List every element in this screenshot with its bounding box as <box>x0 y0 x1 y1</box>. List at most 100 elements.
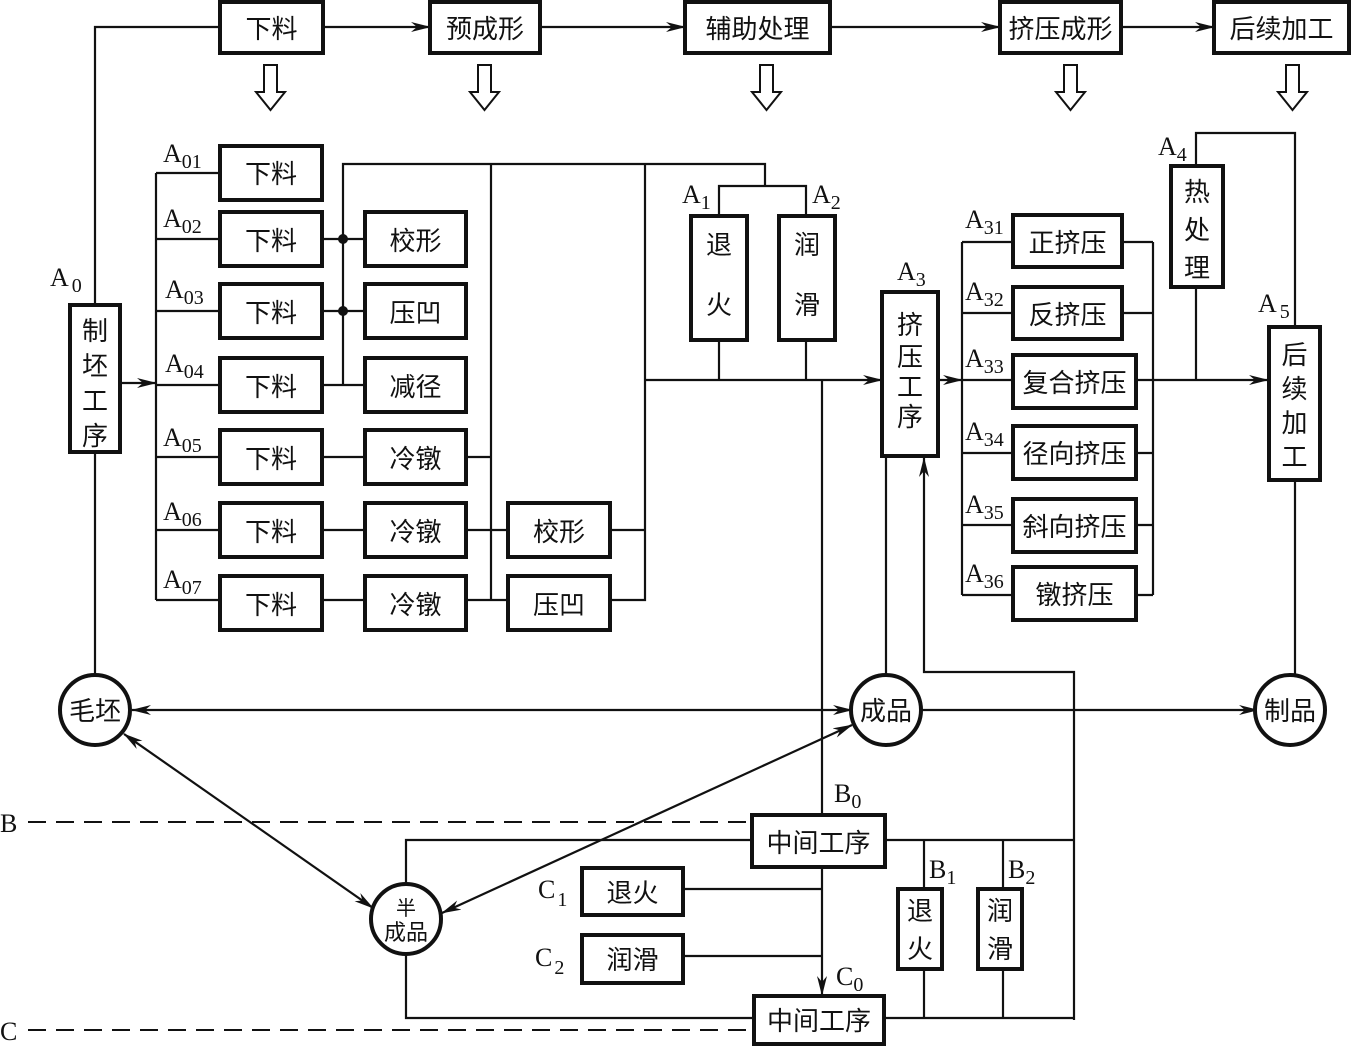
extrusion-rows: A31 A32 A33 A34 A35 A36 正挤压 反挤压 复合挤压 径向挤… <box>960 205 1269 622</box>
down-arrow-icon <box>253 64 288 112</box>
top-step-preforming: 预成形 <box>428 0 542 55</box>
arrow-finished-semi <box>441 724 853 914</box>
row-label-a02: A02 <box>163 204 202 238</box>
a3-label: A3 <box>897 257 926 291</box>
a1-label: A1 <box>682 180 711 214</box>
row-label-a01: A01 <box>163 139 202 173</box>
top-step-extrusion: 挤压成形 <box>998 0 1123 55</box>
a4-heat-treatment-box: 热 处 理 <box>1169 164 1225 289</box>
down-arrow-icon <box>1275 64 1310 112</box>
node-finished: 成品 <box>849 673 923 747</box>
box-char: 加 <box>1281 409 1307 439</box>
box-char: 滑 <box>987 935 1013 965</box>
box-char: 续 <box>1281 375 1307 405</box>
preform-box: 压凹 <box>363 282 468 340</box>
a0-char: 制 <box>82 317 108 347</box>
row-label-a32: A32 <box>965 277 1004 311</box>
node-label: 半 <box>396 896 416 920</box>
b-line-label: B <box>0 809 17 838</box>
row-label-a07: A07 <box>163 565 202 599</box>
cutting-box: 下料 <box>218 356 324 414</box>
node-label: 制品 <box>1264 697 1316 727</box>
box-label: 润滑 <box>606 946 658 976</box>
a2-label: A2 <box>812 180 841 214</box>
b0-label: B0 <box>834 779 861 813</box>
box-char: 挤 <box>897 311 923 341</box>
node-label: 成品 <box>384 921 428 946</box>
c-line-label: C <box>0 1017 17 1046</box>
box-label: 冷镦 <box>389 445 441 475</box>
cutting-box: 下料 <box>218 144 324 202</box>
preform-box: 压凹 <box>506 574 612 632</box>
box-label: 冷镦 <box>389 591 441 621</box>
box-label: 正挤压 <box>1028 229 1106 259</box>
box-char: 理 <box>1184 254 1210 284</box>
material-nodes: 毛坯 成品 制品 半 成品 <box>58 673 1327 956</box>
extrusion-box-forward: 正挤压 <box>1011 213 1124 269</box>
b2-lubrication-box: 润 滑 <box>976 887 1024 971</box>
a1-annealing-box: 退 火 <box>689 214 749 342</box>
row-label-a35: A35 <box>965 490 1004 524</box>
a0-char: 坯 <box>82 352 108 382</box>
junction-dot <box>338 306 348 316</box>
row-label-a31: A31 <box>965 205 1004 239</box>
row-label-a05: A05 <box>163 423 202 457</box>
top-step-label: 下料 <box>245 15 297 45</box>
box-label: 退火 <box>606 879 658 909</box>
preform-box: 冷镦 <box>363 574 468 632</box>
node-label: 毛坯 <box>69 697 121 727</box>
box-label: 斜向挤压 <box>1022 513 1126 543</box>
box-char: 火 <box>907 935 933 965</box>
node-label: 成品 <box>860 697 912 727</box>
a0-char: 序 <box>82 422 108 452</box>
box-label: 复合挤压 <box>1022 369 1126 399</box>
top-step-label: 后续加工 <box>1229 15 1333 45</box>
box-label: 下料 <box>245 445 297 475</box>
down-arrow-icon <box>749 64 784 112</box>
top-flow: 下料 预成形 辅助处理 挤压成形 后续加工 <box>93 0 1351 305</box>
box-char: 退 <box>907 897 933 927</box>
box-char: 工 <box>1281 443 1307 473</box>
box-char: 滑 <box>794 291 820 321</box>
cutting-box: 下料 <box>218 428 324 486</box>
wire-a0-to-top <box>93 25 220 305</box>
a3-extrusion-process: A3 挤 压 工 序 <box>880 257 1076 1020</box>
b2-label: B2 <box>1008 855 1035 889</box>
box-char: 处 <box>1184 216 1210 246</box>
box-label: 下料 <box>245 373 297 403</box>
box-char: 热 <box>1184 178 1210 208</box>
cutting-rows: A01 A02 A03 A04 A05 A06 A07 下料 下料 下料 下料 … <box>154 139 767 632</box>
box-label: 下料 <box>245 160 297 190</box>
box-char: 序 <box>897 403 923 433</box>
preform-box: 冷镦 <box>363 501 468 559</box>
b1-label: B1 <box>929 855 956 889</box>
box-char: 后 <box>1281 341 1307 371</box>
cutting-box: 下料 <box>218 282 324 340</box>
arrow-blank-semi <box>123 733 374 909</box>
b1-annealing-box: 退 火 <box>896 887 944 971</box>
junction-dot <box>338 234 348 244</box>
c1-annealing-box: 退火 <box>580 866 685 917</box>
row-label-a34: A34 <box>965 417 1004 451</box>
box-char: 压 <box>897 343 923 373</box>
a2-lubrication-box: 润 滑 <box>777 214 837 342</box>
cutting-box: 下料 <box>218 210 324 268</box>
box-label: 下料 <box>245 518 297 548</box>
preform-box: 校形 <box>363 210 468 268</box>
node-blank: 毛坯 <box>58 673 132 747</box>
extrusion-box-backward: 反挤压 <box>1011 285 1124 341</box>
box-label: 下料 <box>245 299 297 329</box>
row-label-a04: A04 <box>165 349 204 383</box>
extrusion-box-radial: 径向挤压 <box>1011 424 1138 481</box>
b0-intermediate-box: 中间工序 <box>750 813 887 869</box>
box-label: 中间工序 <box>766 829 870 859</box>
box-label: 中间工序 <box>767 1007 871 1037</box>
extrusion-box-oblique: 斜向挤压 <box>1011 497 1138 554</box>
